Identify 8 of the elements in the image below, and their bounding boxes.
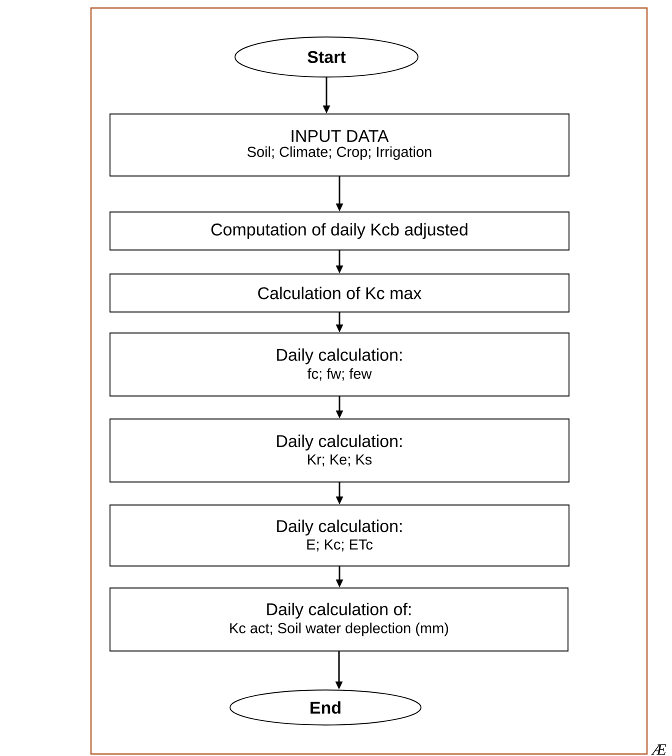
- process-box: Computation of daily Kcb adjusted: [110, 212, 570, 250]
- process-box: INPUT DATA Soil; Climate; Crop; Irrigation: [110, 114, 570, 176]
- stray-mark: Æ: [651, 744, 666, 755]
- process-box: Calculation of Kc max: [110, 274, 570, 312]
- process-box: Daily calculation: fc; fw; few: [110, 332, 570, 396]
- process-box: Daily calculation of: Kc act; Soil water deplection (mm): [110, 588, 568, 652]
- process-box: Daily calculation: E; Kc; ETc: [110, 504, 570, 566]
- process-box: Daily calculation: Kr; Ke; Ks: [110, 418, 570, 482]
